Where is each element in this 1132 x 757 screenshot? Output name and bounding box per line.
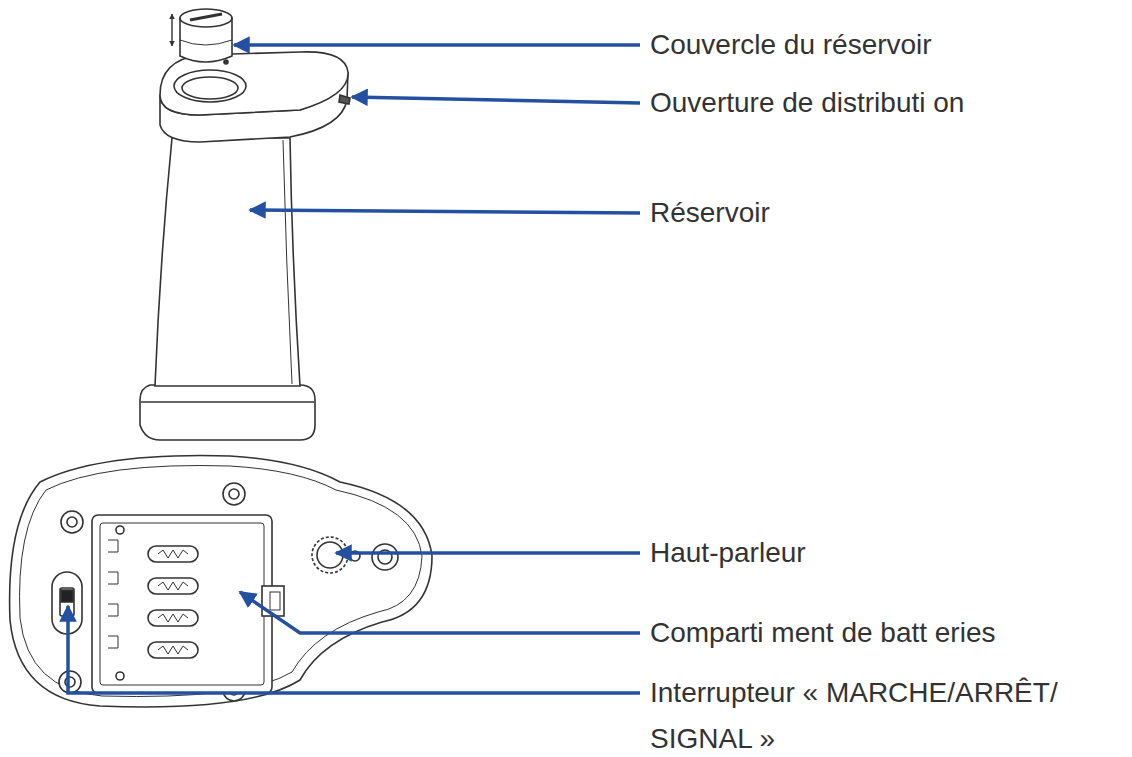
- illustration-stroke: [116, 526, 124, 534]
- illustration-stroke: [224, 60, 228, 64]
- illustration-stroke: [372, 544, 398, 570]
- illustration-stroke: [312, 537, 348, 573]
- illustration-stroke: [270, 592, 280, 610]
- illustration-stroke: [240, 592, 640, 633]
- illustration-stroke: [336, 551, 640, 555]
- illustration-stroke: [180, 40, 232, 45]
- dispenser-bottom-view: [10, 456, 432, 707]
- illustration-stroke: [155, 138, 300, 386]
- leader-lines: [68, 45, 640, 693]
- part-label: Haut-parleur: [650, 530, 1120, 576]
- illustration-stroke: [223, 483, 245, 505]
- illustration-stroke: [283, 140, 292, 384]
- illustration-stroke: [190, 14, 222, 20]
- illustration-stroke: [339, 95, 350, 104]
- illustration-stroke: [148, 578, 198, 594]
- illustration-stroke: [317, 542, 343, 568]
- illustration-stroke: [67, 517, 77, 527]
- illustration-stroke: [140, 385, 315, 440]
- illustration-stroke: [92, 515, 272, 693]
- illustration-stroke: [141, 401, 314, 403]
- illustration-stroke: [234, 43, 640, 47]
- illustration-stroke: [229, 489, 239, 499]
- illustration-stroke: [61, 590, 73, 602]
- dispenser-body: [140, 9, 350, 440]
- part-label: Comparti ment de batt eries: [650, 610, 1120, 656]
- illustration-stroke: [171, 14, 172, 46]
- illustration-stroke: [180, 9, 232, 27]
- part-label: Interrupteur « MARCHE/ARRÊT/ SIGNAL »: [650, 670, 1120, 757]
- illustration-stroke: [160, 52, 348, 115]
- part-label: Ouverture de distributi on: [650, 80, 1120, 126]
- illustration-stroke: [352, 97, 640, 103]
- illustration-stroke: [158, 550, 188, 654]
- illustration-stroke: [148, 642, 198, 658]
- illustration-stroke: [116, 672, 124, 680]
- illustration-stroke: [148, 546, 198, 562]
- illustration-stroke: [20, 466, 422, 697]
- illustration-stroke: [182, 77, 238, 99]
- part-label: Réservoir: [650, 190, 1120, 236]
- illustration-stroke: [250, 210, 640, 213]
- illustration-stroke: [10, 456, 432, 707]
- illustration-stroke: [100, 523, 264, 685]
- illustration-stroke: [61, 511, 83, 533]
- illustration-stroke: [148, 610, 198, 626]
- part-label: Couvercle du réservoir: [650, 22, 1120, 68]
- illustration-stroke: [68, 606, 640, 693]
- illustration-stroke: [59, 671, 81, 693]
- illustration-stroke: [174, 70, 246, 102]
- illustration-stroke: [262, 586, 284, 616]
- illustration-stroke: [108, 540, 118, 648]
